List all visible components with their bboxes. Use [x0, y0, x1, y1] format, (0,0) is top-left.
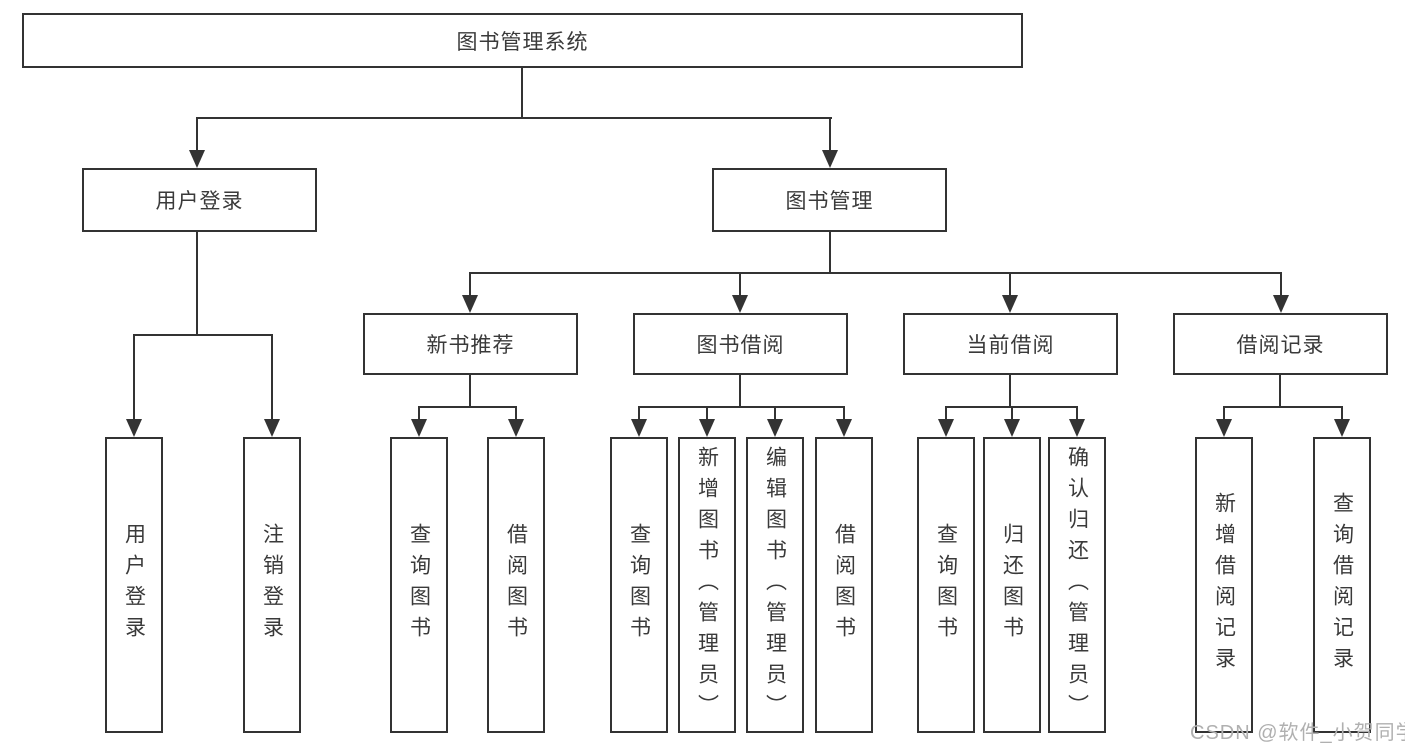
arrow-down-bb-query: [631, 419, 647, 437]
connector-root-stem: [521, 68, 523, 118]
arrow-down-current-borrow: [1002, 295, 1018, 313]
leaf-logout: 注销登录: [243, 437, 301, 733]
connector-stem-br-query: [1341, 406, 1343, 422]
arrow-down-bb-edit: [767, 419, 783, 437]
arrow-down-book-mgmt: [822, 150, 838, 168]
connector-stem-leaf-logout: [271, 334, 273, 419]
leaf-records-add-record-label: 新增借阅记录: [1212, 492, 1236, 678]
watermark: CSDN @软件_小贺同学: [1190, 722, 1405, 744]
connector-stem-book-borrow: [739, 272, 741, 297]
connector-userlogin-branch: [133, 334, 273, 336]
leaf-borrow-add-books-admin: 新增图书（管理员）: [678, 437, 736, 733]
arrow-down-book-borrow: [732, 295, 748, 313]
node-borrow-records-label: 借阅记录: [1236, 334, 1325, 357]
arrow-down-cb-query: [938, 419, 954, 437]
leaf-records-query-record-label: 查询借阅记录: [1330, 492, 1354, 678]
connector-currentborrow-stem: [1009, 375, 1011, 408]
connector-bookmgmt-branch: [469, 272, 1282, 274]
leaf-current-confirm-return-admin: 确认归还（管理员）: [1048, 437, 1106, 733]
connector-stem-book-mgmt: [829, 117, 831, 152]
arrow-down-borrow-records: [1273, 295, 1289, 313]
connector-stem-new-books: [469, 272, 471, 297]
arrow-down-br-query: [1334, 419, 1350, 437]
leaf-records-query-record: 查询借阅记录: [1313, 437, 1371, 733]
leaf-records-add-record: 新增借阅记录: [1195, 437, 1253, 733]
arrow-down-new-books: [462, 295, 478, 313]
node-book-management: 图书管理: [712, 168, 947, 232]
connector-stem-cb-query: [945, 406, 947, 422]
leaf-user-login-label: 用户登录: [122, 523, 146, 647]
connector-stem-bb-add: [706, 406, 708, 422]
connector-stem-leaf-login: [133, 334, 135, 419]
node-current-borrow-label: 当前借阅: [966, 334, 1055, 357]
connector-stem-nb-query: [418, 406, 420, 422]
node-new-book-recommend-label: 新书推荐: [426, 334, 515, 357]
arrow-down-user-login: [189, 150, 205, 168]
connector-borrowrecords-stem: [1279, 375, 1281, 408]
arrow-down-bb-add: [699, 419, 715, 437]
node-user-login: 用户登录: [82, 168, 317, 232]
connector-userlogin-stem: [196, 232, 198, 335]
connector-stem-user-login: [196, 117, 198, 152]
leaf-logout-label: 注销登录: [260, 523, 284, 647]
node-book-management-label: 图书管理: [785, 190, 874, 213]
arrow-down-nb-borrow: [508, 419, 524, 437]
leaf-current-return-books-label: 归还图书: [1000, 523, 1024, 647]
connector-borrowrecords-branch: [1223, 406, 1343, 408]
leaf-borrow-query-books-label: 查询图书: [627, 523, 651, 647]
node-book-borrow: 图书借阅: [633, 313, 848, 375]
leaf-borrow-edit-books-admin-label: 编辑图书（管理员）: [763, 445, 787, 725]
leaf-user-login: 用户登录: [105, 437, 163, 733]
connector-stem-bb-query: [638, 406, 640, 422]
arrow-down-bb-borrow: [836, 419, 852, 437]
leaf-borrow-query-books: 查询图书: [610, 437, 668, 733]
node-root: 图书管理系统: [22, 13, 1023, 68]
node-book-borrow-label: 图书借阅: [696, 334, 785, 357]
leaf-borrow-borrow-books-label: 借阅图书: [832, 523, 856, 647]
connector-bookmgmt-stem: [829, 232, 831, 274]
connector-stem-bb-borrow: [843, 406, 845, 422]
arrow-down-cb-return: [1004, 419, 1020, 437]
leaf-borrow-borrow-books: 借阅图书: [815, 437, 873, 733]
node-root-label: 图书管理系统: [456, 30, 589, 54]
node-new-book-recommend: 新书推荐: [363, 313, 578, 375]
leaf-newbooks-borrow-books-label: 借阅图书: [504, 523, 528, 647]
connector-stem-current-borrow: [1009, 272, 1011, 297]
leaf-newbooks-borrow-books: 借阅图书: [487, 437, 545, 733]
arrow-down-leaf-login: [126, 419, 142, 437]
leaf-borrow-add-books-admin-label: 新增图书（管理员）: [695, 445, 719, 725]
connector-stem-br-add: [1223, 406, 1225, 422]
leaf-current-return-books: 归还图书: [983, 437, 1041, 733]
connector-stem-bb-edit: [774, 406, 776, 422]
leaf-current-confirm-return-admin-label: 确认归还（管理员）: [1065, 445, 1089, 725]
leaf-current-query-books: 查询图书: [917, 437, 975, 733]
node-current-borrow: 当前借阅: [903, 313, 1118, 375]
leaf-newbooks-query-books: 查询图书: [390, 437, 448, 733]
arrow-down-nb-query: [411, 419, 427, 437]
node-user-login-label: 用户登录: [155, 190, 244, 213]
node-borrow-records: 借阅记录: [1173, 313, 1388, 375]
connector-newbooks-branch: [418, 406, 517, 408]
arrow-down-cb-confirm: [1069, 419, 1085, 437]
connector-stem-cb-confirm: [1076, 406, 1078, 422]
connector-stem-nb-borrow: [515, 406, 517, 422]
leaf-borrow-edit-books-admin: 编辑图书（管理员）: [746, 437, 804, 733]
arrow-down-br-add: [1216, 419, 1232, 437]
leaf-current-query-books-label: 查询图书: [934, 523, 958, 647]
connector-bookborrow-stem: [739, 375, 741, 408]
connector-bookborrow-branch: [638, 406, 845, 408]
connector-stem-cb-return: [1011, 406, 1013, 422]
connector-newbooks-stem: [469, 375, 471, 408]
connector-root-branch: [196, 117, 832, 119]
connector-stem-borrow-records: [1280, 272, 1282, 297]
arrow-down-leaf-logout: [264, 419, 280, 437]
leaf-newbooks-query-books-label: 查询图书: [407, 523, 431, 647]
